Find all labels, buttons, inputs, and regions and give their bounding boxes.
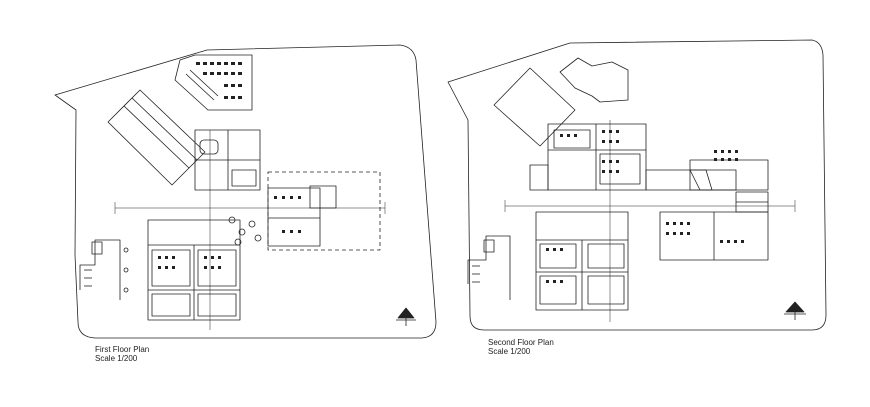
second-roof-outline [493,57,629,147]
second-central-block [529,123,647,191]
first-north-arrow-icon [396,307,416,326]
second-corridor [645,169,737,191]
first-seating-marks [158,62,301,269]
second-seating-marks [546,130,744,283]
first-access-stair [79,239,121,300]
first-planting [123,216,262,293]
second-north-arrow-icon [784,301,806,320]
first-south-block [147,219,241,321]
second-floor-plan-scale: Scale 1/200 [488,347,531,356]
second-east-wing [659,159,769,261]
first-floor-plan-scale: Scale 1/200 [95,354,138,363]
first-east-wing [267,171,381,251]
second-axis-lines [504,120,796,322]
first-site-boundary [54,44,437,339]
second-south-block [535,211,629,311]
second-access-stair [467,235,511,300]
first-axis-lines [114,130,386,330]
first-top-pavilion [174,54,253,111]
second-floor-plan-title: Second Floor Plan [488,338,554,347]
first-floor-plan-title: First Floor Plan [95,345,150,354]
second-site-boundary [447,39,827,331]
first-floor-plan [54,44,437,339]
second-floor-plan [447,39,827,331]
first-diagonal-wing [107,89,206,186]
first-central-block [194,129,261,191]
